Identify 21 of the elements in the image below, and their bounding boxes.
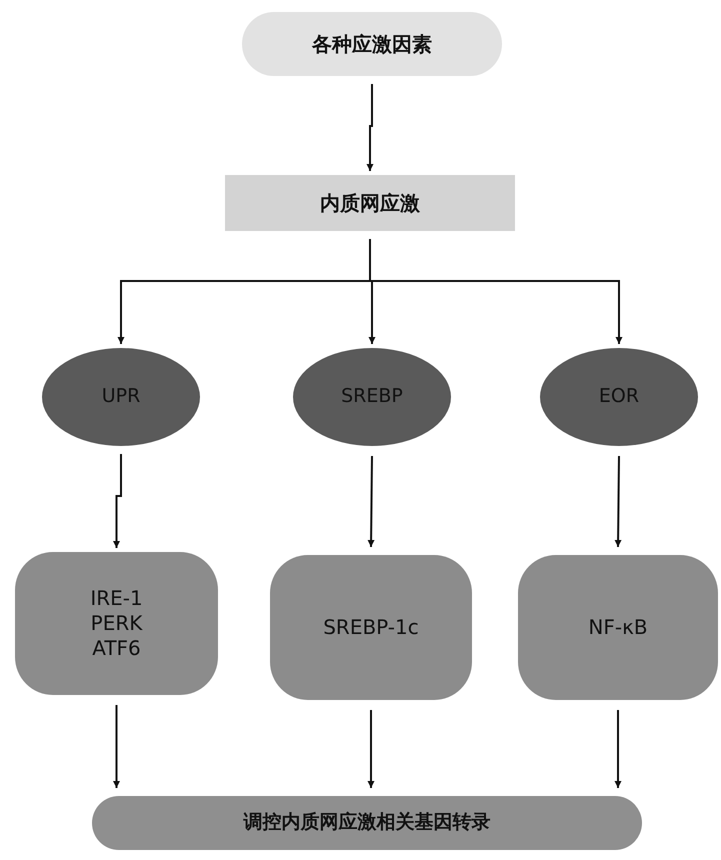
node-label: EOR xyxy=(598,385,640,409)
process-box xyxy=(225,175,515,231)
factor-box xyxy=(270,555,472,700)
arrow xyxy=(368,710,374,788)
node-label: UPR xyxy=(102,385,140,409)
factor-box xyxy=(518,555,718,700)
arrow xyxy=(614,710,622,788)
arrow xyxy=(113,705,120,788)
node-label: SREBP xyxy=(341,385,403,409)
outcome-pill xyxy=(92,796,642,850)
factor-box xyxy=(15,552,218,695)
node-label: 内质网应激 xyxy=(320,190,420,216)
arrow xyxy=(614,456,622,548)
node-label: 调控内质网应激相关基因转录 xyxy=(244,811,490,835)
arrow xyxy=(368,456,375,548)
arrow xyxy=(113,454,122,548)
node-label: IRE-1 PERK ATF6 xyxy=(89,586,144,661)
node-label: SREBP-1c xyxy=(323,615,419,640)
node-label: NF-κB xyxy=(588,615,648,640)
arrow xyxy=(366,84,374,171)
node-label: 各种应激因素 xyxy=(312,32,432,56)
